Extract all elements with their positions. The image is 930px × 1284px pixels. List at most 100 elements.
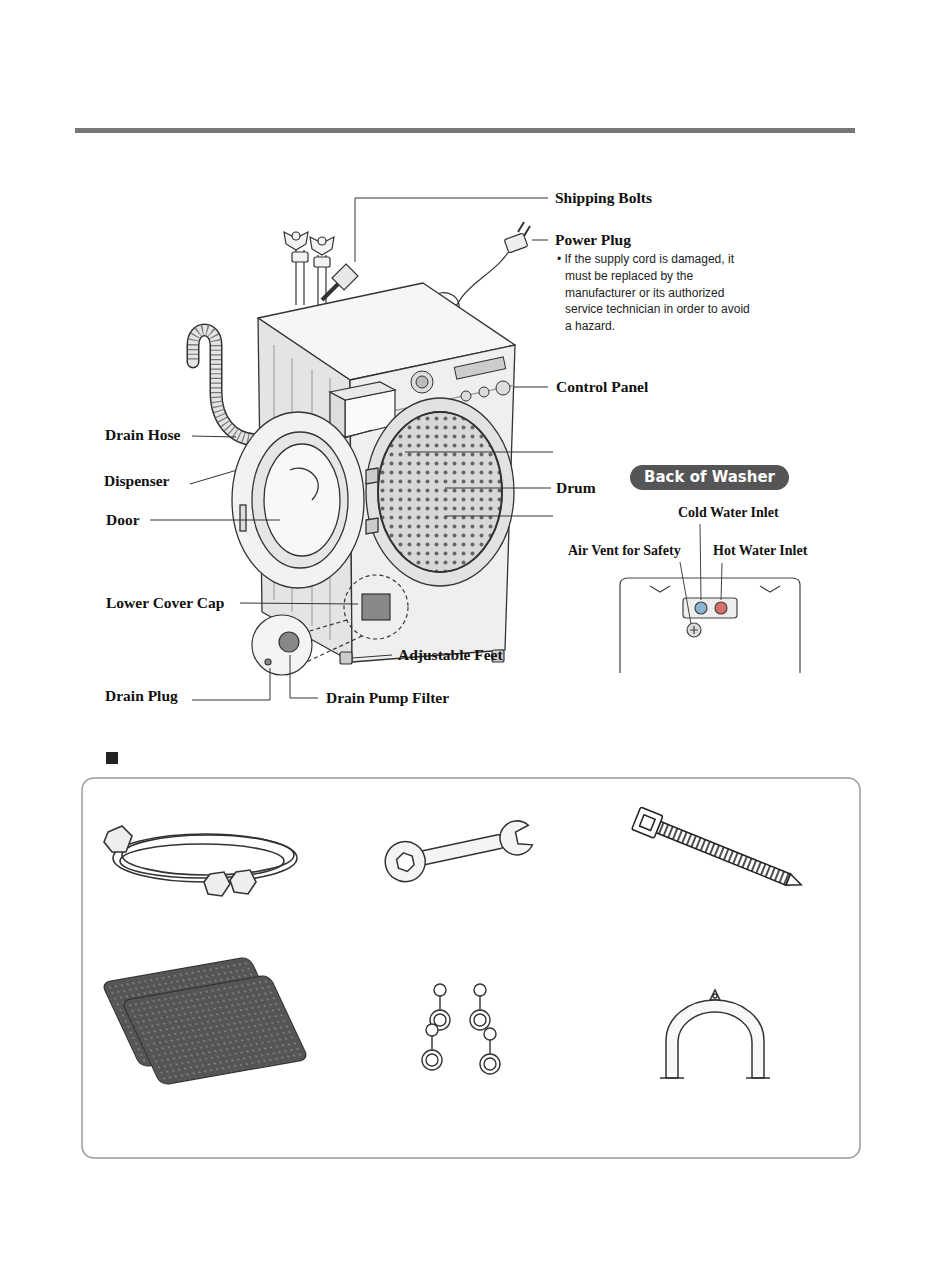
elbow-bracket — [660, 1077, 770, 1079]
inlet-hose — [104, 826, 297, 896]
control-panel — [411, 357, 548, 401]
drum — [378, 412, 502, 572]
drain-pump-detail — [252, 615, 312, 675]
shipping-bolt — [355, 198, 356, 262]
faucets — [292, 252, 308, 262]
door — [150, 520, 280, 521]
accessory-frame — [82, 778, 860, 1158]
part-label: Shipping Bolts — [555, 189, 652, 207]
inlet-hose — [230, 870, 256, 894]
part-label: Dispenser — [104, 472, 169, 490]
elbow-bracket — [710, 990, 720, 1000]
cable-tie — [632, 807, 663, 838]
part-label: Drain Hose — [105, 426, 180, 444]
bolt-caps — [434, 984, 446, 996]
control-panel — [411, 371, 433, 393]
warning-note: • If the supply cord is damaged, it must… — [556, 251, 751, 335]
back-panel — [700, 524, 701, 600]
inlet-hose — [113, 834, 297, 882]
cable-tie — [656, 822, 790, 886]
drain-hose — [192, 436, 236, 437]
wrench — [497, 818, 534, 858]
control-panel — [461, 391, 471, 401]
drain-hose — [193, 330, 258, 440]
power-plug — [518, 222, 530, 236]
door — [264, 444, 340, 556]
bolt-caps — [484, 1028, 496, 1040]
drain-pump-detail — [290, 655, 318, 698]
door — [366, 468, 378, 534]
section-badge: Back of Washer — [630, 465, 789, 490]
drum — [378, 412, 502, 572]
bolt-caps — [470, 1010, 490, 1030]
top-rule — [75, 128, 855, 133]
door — [290, 468, 318, 500]
part-label: Drum — [556, 479, 596, 497]
inlet-hose — [120, 844, 284, 878]
drum — [366, 398, 514, 586]
part-label: Control Panel — [556, 378, 648, 396]
control-panel — [496, 381, 510, 395]
back-panel — [715, 602, 727, 614]
door — [150, 412, 378, 588]
drain-pump-detail — [279, 632, 299, 652]
top-rule — [75, 128, 855, 133]
wrench — [382, 815, 535, 885]
faucets — [318, 237, 326, 245]
elbow-bracket — [666, 1000, 764, 1078]
accessory-heading-marker — [106, 752, 118, 764]
bolt-caps — [480, 1054, 500, 1074]
part-label: Drain Pump Filter — [326, 689, 449, 707]
adjustable-feet — [352, 655, 392, 658]
part-label: Lower Cover Cap — [106, 594, 224, 612]
bolt-caps — [422, 1050, 442, 1070]
part-label: Cold Water Inlet — [678, 505, 779, 521]
drum — [366, 398, 553, 586]
insulation-pads — [101, 957, 308, 1085]
drain-pump-detail — [192, 668, 270, 700]
accessory-frame — [82, 778, 860, 1158]
control-panel — [514, 387, 548, 388]
drain-hose — [192, 330, 258, 440]
faucets — [292, 232, 300, 240]
shipping-bolt — [322, 284, 338, 300]
back-panel — [690, 626, 698, 634]
elbow-bracket — [713, 994, 717, 998]
back-panel — [683, 598, 737, 618]
control-panel — [479, 387, 489, 397]
lower-cover-cap — [240, 603, 358, 604]
bolt-caps — [426, 1024, 438, 1036]
control-panel — [416, 376, 428, 388]
door — [252, 432, 348, 568]
drain-hose — [193, 330, 258, 440]
washer-body — [258, 283, 515, 662]
insulation-pads — [121, 975, 308, 1085]
door — [240, 505, 246, 531]
cable-tie — [640, 815, 656, 831]
cable-tie — [632, 807, 806, 896]
part-label: Door — [106, 511, 140, 529]
adjustable-feet — [340, 652, 352, 664]
back-panel — [721, 563, 722, 600]
back-panel — [687, 623, 701, 637]
bolt-caps — [474, 984, 486, 996]
drain-pump-detail — [265, 659, 271, 665]
lower-cover-cap — [362, 594, 390, 620]
inlet-hose — [204, 872, 230, 896]
washer-body — [258, 318, 352, 662]
wrench — [382, 838, 429, 885]
power-plug — [532, 240, 548, 241]
drain-hose — [193, 330, 258, 440]
bolt-caps — [432, 996, 490, 1056]
part-label: Power Plug — [555, 231, 631, 249]
shipping-bolt — [322, 198, 548, 300]
control-panel — [454, 357, 505, 379]
drum — [405, 452, 553, 516]
part-label: Air Vent for Safety — [568, 543, 681, 559]
part-label: Drain Plug — [105, 687, 178, 705]
accessory-heading-marker — [106, 752, 118, 764]
drain-pump-detail — [192, 615, 318, 700]
badge-text: Back of Washer — [644, 468, 775, 486]
